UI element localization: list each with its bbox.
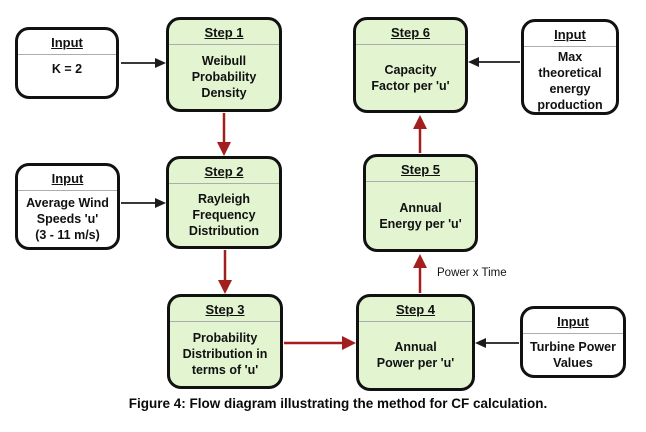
arrow-input-wind-to-step2 bbox=[121, 198, 166, 208]
input-wind-node: Input Average Wind Speeds 'u' (3 - 11 m/… bbox=[15, 163, 120, 250]
input-turbine-node: Input Turbine Power Values bbox=[520, 306, 626, 378]
step6-header: Step 6 bbox=[356, 20, 465, 45]
step5-body: Annual Energy per 'u' bbox=[379, 200, 462, 231]
step2-header: Step 2 bbox=[169, 159, 279, 184]
input-max-node: Input Max theoretical energy production bbox=[521, 19, 619, 115]
step1-body: Weibull Probability Density bbox=[191, 54, 257, 100]
step6-body: Capacity Factor per 'u' bbox=[371, 62, 450, 93]
arrow-input-turbine-to-step4 bbox=[475, 338, 519, 348]
step2-body: Rayleigh Frequency Distribution bbox=[188, 192, 260, 238]
input-k-header: Input bbox=[18, 30, 116, 55]
step4-body: Annual Power per 'u' bbox=[376, 340, 455, 370]
step3-node: Step 3 Probability Distribution in terms… bbox=[167, 294, 283, 389]
arrow-step3-to-step4 bbox=[284, 336, 356, 350]
step5-node: Step 5 Annual Energy per 'u' bbox=[363, 154, 478, 252]
step4-header: Step 4 bbox=[359, 297, 472, 322]
arrow-input-max-to-step6 bbox=[468, 57, 520, 67]
input-turbine-header: Input bbox=[523, 309, 623, 334]
step4-node: Step 4 Annual Power per 'u' bbox=[356, 294, 475, 391]
input-wind-body: Average Wind Speeds 'u' (3 - 11 m/s) bbox=[26, 196, 109, 242]
arrow-step4-to-step5 bbox=[413, 254, 427, 293]
input-max-body: Max theoretical energy production bbox=[537, 50, 603, 112]
step1-header: Step 1 bbox=[169, 20, 279, 45]
arrow-input-k-to-step1 bbox=[121, 58, 166, 68]
input-max-header: Input bbox=[524, 22, 616, 47]
step3-header: Step 3 bbox=[170, 297, 280, 322]
input-wind-header: Input bbox=[18, 166, 117, 191]
step1-node: Step 1 Weibull Probability Density bbox=[166, 17, 282, 112]
arrow-step2-to-step3 bbox=[218, 250, 232, 294]
input-turbine-body: Turbine Power Values bbox=[530, 339, 616, 370]
power-x-time-label: Power x Time bbox=[437, 267, 507, 279]
step5-header: Step 5 bbox=[366, 157, 475, 182]
input-k-node: Input K = 2 bbox=[15, 27, 119, 99]
step3-body: Probability Distribution in terms of 'u' bbox=[182, 331, 268, 377]
arrow-step5-to-step6 bbox=[413, 115, 427, 153]
step2-node: Step 2 Rayleigh Frequency Distribution bbox=[166, 156, 282, 249]
step6-node: Step 6 Capacity Factor per 'u' bbox=[353, 17, 468, 113]
figure-caption: Figure 4: Flow diagram illustrating the … bbox=[128, 396, 548, 411]
input-k-body: K = 2 bbox=[51, 62, 83, 76]
arrow-step1-to-step2 bbox=[217, 113, 231, 156]
